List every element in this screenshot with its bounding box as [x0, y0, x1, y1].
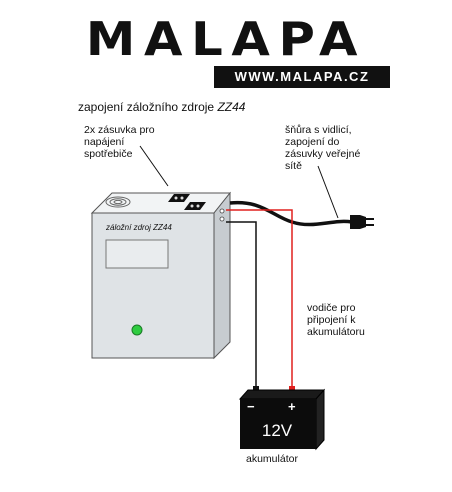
- wires-note: vodiče pro připojení k akumulátoru: [307, 302, 365, 338]
- status-led-icon: [131, 324, 143, 336]
- battery: [238, 386, 326, 451]
- brand-url: WWW.MALAPA.CZ: [214, 66, 390, 88]
- battery-negative-post: [253, 386, 259, 390]
- brand-name: MALAPA: [85, 12, 367, 66]
- positive-wire: [226, 209, 293, 388]
- socket-pointer-line: [139, 145, 169, 187]
- battery-front-face: [240, 399, 316, 449]
- fan-grille-icon: [105, 196, 131, 208]
- unit-front-face: [91, 212, 215, 359]
- unit-display-window: [105, 239, 169, 269]
- battery-label: akumulátor: [246, 453, 298, 465]
- battery-minus-sign: −: [247, 399, 255, 414]
- title-text: zapojení záložního zdroje: [78, 100, 218, 114]
- battery-positive-post: [289, 386, 295, 390]
- page-title: zapojení záložního zdroje ZZ44: [78, 100, 245, 114]
- battery-voltage: 12V: [261, 421, 293, 440]
- power-plug-icon: [350, 215, 374, 229]
- battery-plus-sign: +: [288, 399, 296, 414]
- unit-terminal-bottom: [219, 216, 225, 222]
- cord-note: šňůra s vidlicí, zapojení do zásuvky veř…: [285, 124, 361, 172]
- cord-pointer-line: [317, 165, 339, 219]
- socket-note: 2x zásuvka pro napájení spotřebiče: [84, 124, 155, 160]
- backup-power-unit: [90, 191, 232, 360]
- negative-wire: [226, 221, 257, 388]
- unit-terminal-top: [219, 208, 225, 214]
- brand-logo: MALAPA WWW.MALAPA.CZ: [62, 16, 390, 94]
- battery-side-face: [315, 388, 325, 451]
- title-model: ZZ44: [217, 100, 246, 114]
- unit-top-face: [90, 192, 232, 214]
- power-socket-icon: [168, 194, 206, 210]
- battery-top-face: [238, 389, 326, 400]
- unit-label: záložní zdroj ZZ44: [106, 223, 172, 232]
